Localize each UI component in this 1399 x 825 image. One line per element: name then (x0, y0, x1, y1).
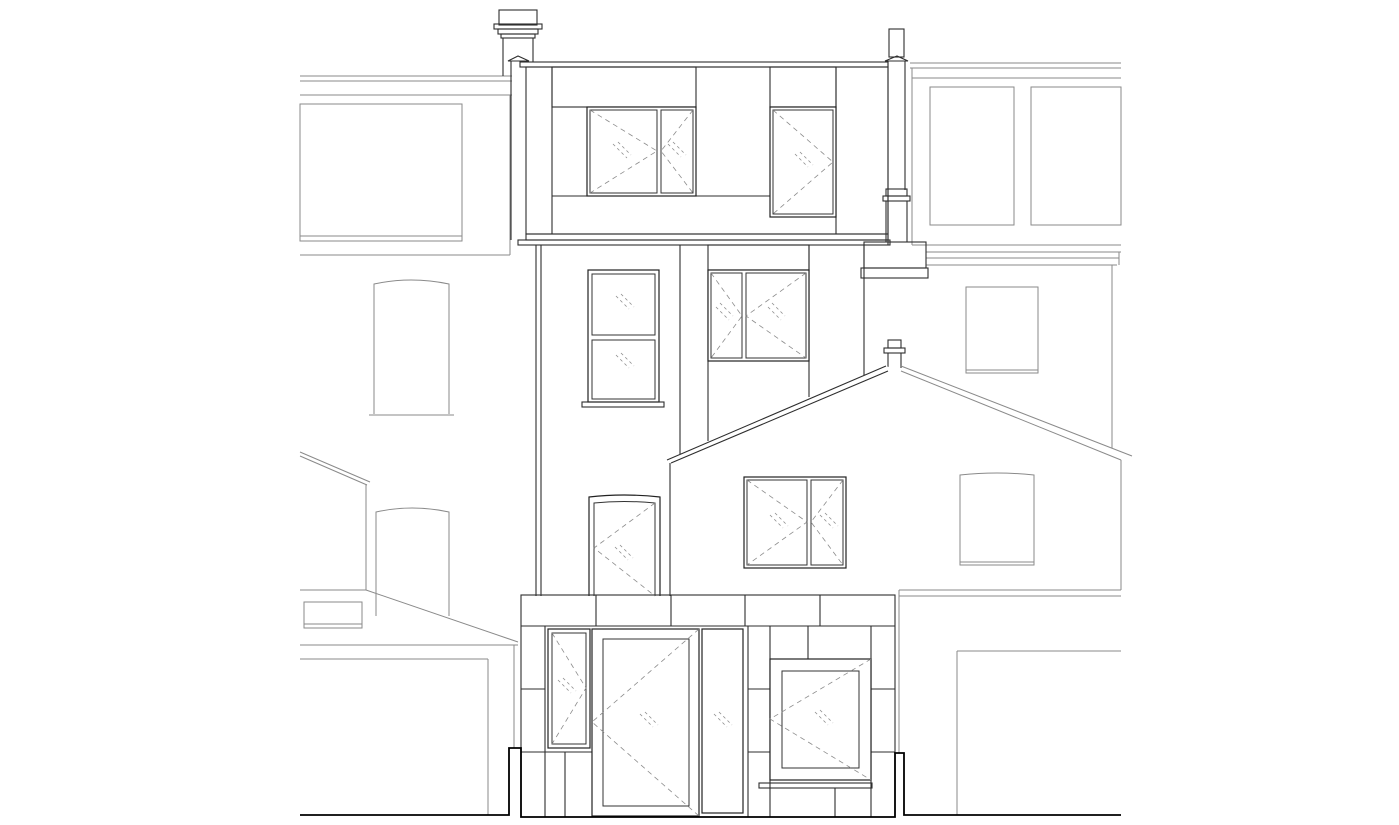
pitched-roof (666, 339, 1133, 596)
dormer-window-single (769, 106, 837, 218)
half-landing-door (588, 494, 661, 597)
right-neighbour-window-2 (1030, 86, 1122, 226)
ground-line (300, 747, 1121, 818)
left-neighbour-vent (303, 601, 363, 629)
right-neighbour-first-floor-window (965, 286, 1039, 374)
addition-window (743, 476, 847, 569)
left-chimney (493, 9, 543, 76)
extension-glazed-door (591, 628, 700, 817)
dormer-window-pair (586, 106, 697, 197)
right-chimney (882, 28, 911, 245)
left-neighbour-ground-arched-window (375, 507, 450, 616)
extension-fixed-glazing (701, 628, 744, 814)
extension-picture-window (758, 658, 873, 789)
left-neighbour-house (299, 75, 519, 815)
closet-wing-window (707, 269, 810, 362)
left-neighbour-arched-window (373, 279, 450, 414)
picture-window-sill (758, 782, 873, 789)
right-neighbour-house (898, 62, 1122, 815)
main-rear-wall (535, 245, 681, 596)
right-neighbour-window-1 (929, 86, 1015, 226)
extension-side-window (547, 628, 591, 749)
sash-window-sill (581, 401, 665, 408)
left-neighbour-upper-window (299, 103, 463, 242)
sash-window (581, 269, 665, 408)
right-neighbour-ground-window (959, 472, 1035, 566)
